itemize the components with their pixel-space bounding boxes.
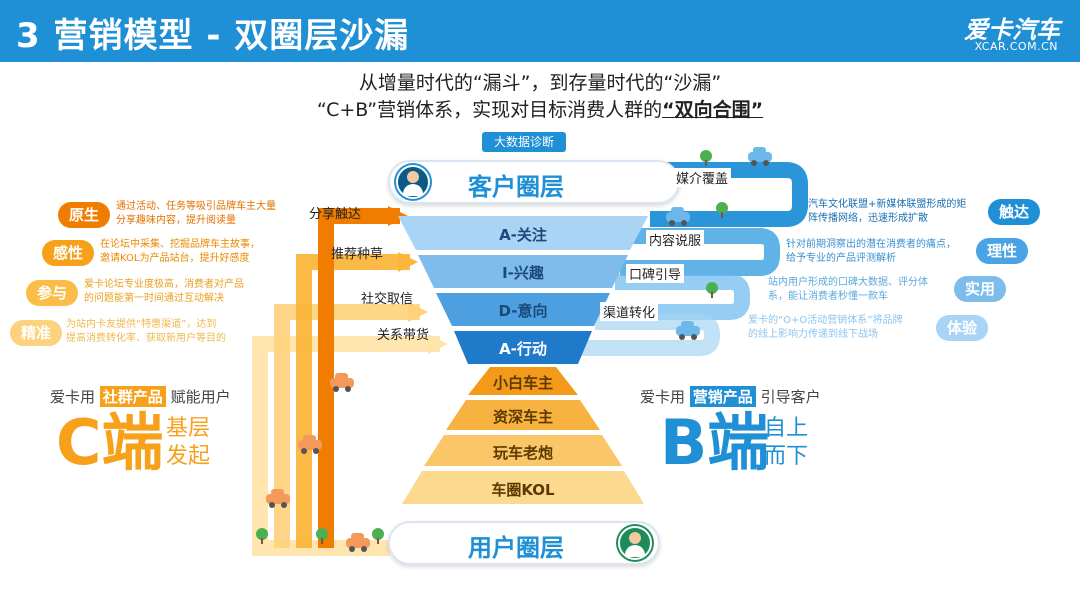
subtitle-line-2: “C+B”营销体系，实现对目标消费人群的“双向合围” <box>0 95 1080 122</box>
b-side-letter: B端 <box>660 406 770 479</box>
funnel-band-2 <box>418 255 628 288</box>
tag-experience-desc-1: 爱卡的“O+O活动营销体系”将品牌 <box>748 315 903 326</box>
b-side-highlight: 营销产品 <box>689 386 756 407</box>
customer-avatar-icon <box>396 165 430 199</box>
c-side-prefix: 爱卡用 <box>50 388 96 406</box>
tag-practical-desc-2: 系，能让消费者秒懂一款车 <box>768 291 888 302</box>
tag-participate-desc-1: 爱卡论坛专业度极高，消费者对产品 <box>84 279 244 290</box>
header-bar: 3 营销模型 - 双圈层沙漏 爱卡汽车 XCAR.COM.CN <box>0 0 1080 62</box>
user-avatar-icon <box>618 526 652 560</box>
cone-band-2 <box>446 400 600 430</box>
xcar-logo-url: XCAR.COM.CN <box>974 40 1058 53</box>
tag-reach: 触达 <box>988 199 1040 225</box>
big-data-tag: 大数据诊断 <box>482 132 566 152</box>
user-layer-label: 用户圈层 <box>468 534 564 562</box>
cone-label-kol: 车圈KOL <box>491 481 555 499</box>
cone-band-1 <box>468 367 578 395</box>
funnel-label-desire: D-意向 <box>498 302 548 320</box>
tag-native-desc-1: 通过活动、任务等吸引品牌车主大量 <box>116 201 276 212</box>
tag-experience-desc-2: 的线上影响力传递到线下战场 <box>748 329 878 340</box>
b-side-word-1: 自上 <box>764 416 809 441</box>
tag-participate: 参与 <box>26 280 78 306</box>
tag-practical: 实用 <box>954 276 1006 302</box>
funnel-band-4 <box>454 331 592 364</box>
cone-band-3 <box>424 435 622 466</box>
cone-label-veteran: 玩车老炮 <box>492 444 553 462</box>
xcar-logo: 爱卡汽车 <box>964 16 1060 44</box>
ribbon-media <box>600 162 808 227</box>
tag-rational: 理性 <box>976 238 1028 264</box>
ribbon-share <box>318 208 400 548</box>
channel-media: 媒介覆盖 <box>673 168 732 187</box>
funnel-label-attention: A-关注 <box>499 226 547 244</box>
subtitle-line-1: 从增量时代的“漏斗”，到存量时代的“沙漏” <box>358 72 722 94</box>
b-side-suffix: 引导客户 <box>760 388 821 406</box>
cone-band-4 <box>402 471 644 504</box>
cone-label-senior: 资深车主 <box>492 408 553 426</box>
funnel-label-action: A-行动 <box>499 340 547 358</box>
tag-native-desc-2: 分享趣味内容，提升阅读量 <box>116 215 236 226</box>
arrow-social <box>408 302 428 322</box>
right-ribbons <box>560 162 808 356</box>
tag-precise: 精准 <box>10 320 62 346</box>
b-side-word-2: 而下 <box>764 444 809 469</box>
c-side-word-2: 发起 <box>166 444 211 469</box>
tag-native: 原生 <box>58 202 110 228</box>
arrow-relation <box>428 334 448 354</box>
tag-precise-desc-2: 提高消费转化率、获取新用户等目的 <box>66 333 226 344</box>
b-side-prefix: 爱卡用 <box>640 388 686 406</box>
funnel-band-1 <box>398 216 648 250</box>
tag-emotional-desc-1: 在论坛中采集、挖掘品牌车主故事， <box>100 239 260 250</box>
channel-word-of-mouth: 口碑引导 <box>626 264 685 283</box>
c-side-caption: 爱卡用 社群产品 赋能用户 <box>50 386 231 407</box>
b-side-caption: 爱卡用 营销产品 引导客户 <box>640 386 821 407</box>
ribbon-word-of-mouth <box>600 274 750 320</box>
user-layer-pill: 用户圈层 <box>388 521 660 565</box>
tag-experience: 体验 <box>936 315 988 341</box>
funnel-label-interest: I-兴趣 <box>502 264 544 282</box>
c-side-letter: C端 <box>56 406 164 479</box>
c-side-highlight: 社群产品 <box>99 386 166 407</box>
channel-content: 内容说服 <box>646 230 705 249</box>
subtitle-line-2-prefix: “C+B”营销体系，实现对目标消费人群的 <box>316 99 663 121</box>
channel-conversion: 渠道转化 <box>600 302 659 321</box>
ribbon-content <box>620 228 780 276</box>
channel-social: 社交取信 <box>361 292 414 307</box>
channel-relation: 关系带货 <box>377 328 430 343</box>
c-side-word-1: 基层 <box>166 416 211 441</box>
page-title: 3 营销模型 - 双圈层沙漏 <box>16 16 410 56</box>
tag-reach-desc-2: 阵传播网络，迅速形成扩散 <box>808 213 928 224</box>
subtitle-emphasis: “双向合围” <box>662 99 764 121</box>
channel-share: 分享触达 <box>309 207 362 222</box>
ribbon-social <box>274 304 420 548</box>
c-side-suffix: 赋能用户 <box>170 388 231 406</box>
funnel-band-3 <box>436 293 610 326</box>
tag-rational-desc-1: 针对前期洞察出的潜在消费者的痛点， <box>786 239 956 250</box>
customer-layer-pill: 客户圈层 <box>388 160 680 204</box>
tag-emotional: 感性 <box>42 240 94 266</box>
channel-recommend: 推荐种草 <box>331 247 384 262</box>
tag-rational-desc-2: 给予专业的产品评测解析 <box>786 253 896 264</box>
tag-emotional-desc-2: 邀请KOL为产品站台，提升好感度 <box>100 253 250 264</box>
tree-icons <box>256 150 728 544</box>
ribbon-channel <box>560 314 720 356</box>
tag-practical-desc-1: 站内用户形成的口碑大数据、评分体 <box>768 277 928 288</box>
left-ribbons <box>252 208 440 556</box>
arrow-recommend <box>398 252 418 272</box>
customer-layer-label: 客户圈层 <box>468 173 564 201</box>
tag-reach-desc-1: 汽车文化联盟+新媒体联盟形成的矩 <box>808 199 967 210</box>
tag-precise-desc-1: 为站内卡友提供“特惠渠道”，达到 <box>66 319 217 330</box>
cone-label-novice: 小白车主 <box>492 374 553 392</box>
car-icons <box>266 147 772 552</box>
tag-participate-desc-2: 的问题能第一时间通过互动解决 <box>84 293 224 304</box>
